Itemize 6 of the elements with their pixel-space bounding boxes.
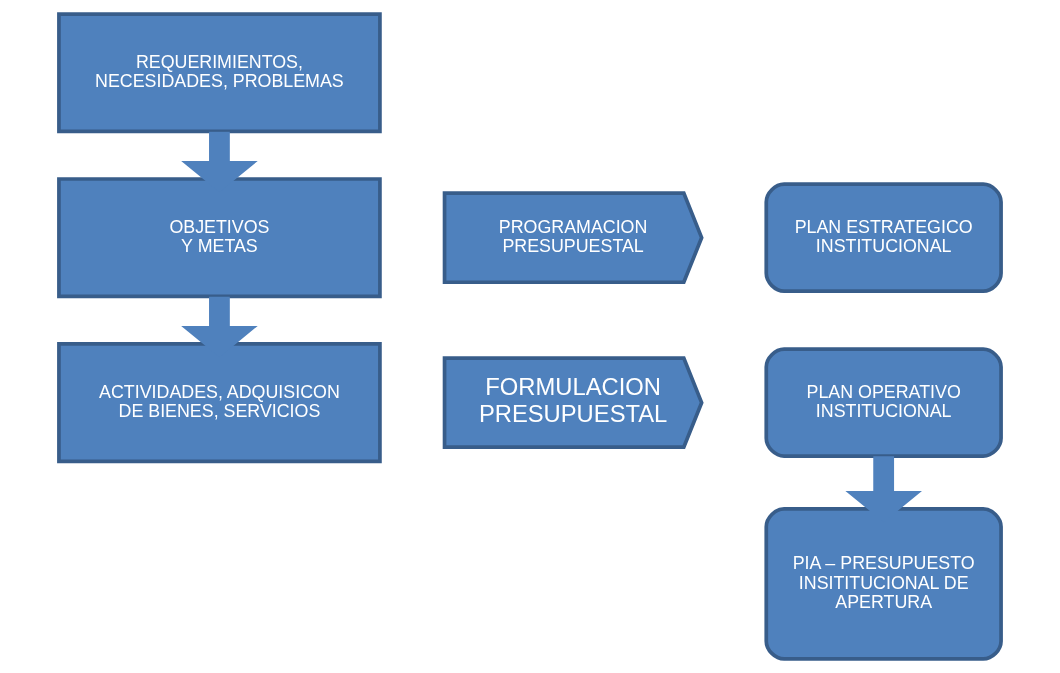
node-box: PLAN ESTRATEGICO INSTITUCIONAL	[764, 182, 1003, 294]
node-box: PIA – PRESUPUESTO INSITITUCIONAL DE APERTURA	[764, 507, 1003, 661]
node-box: REQUERIMIENTOS, NECESIDADES, PROBLEMAS	[57, 12, 382, 134]
node-box: OBJETIVOS Y METAS	[57, 177, 382, 299]
node-box: ACTIVIDADES, ADQUISICON DE BIENES, SERVICIOS	[57, 342, 382, 464]
node-box: PLAN OPERATIVO INSTITUCIONAL	[764, 347, 1003, 458]
